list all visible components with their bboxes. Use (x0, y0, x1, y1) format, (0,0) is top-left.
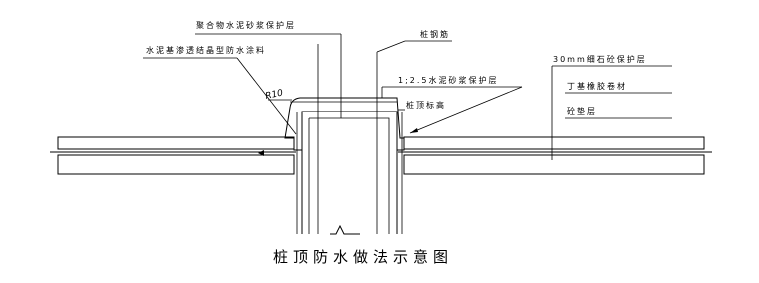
concrete-cushion-layer (57, 154, 705, 175)
label-crystalline-coating: 水泥基渗透结晶型防水涂料 (146, 45, 266, 55)
label-mortar-1-2-5: 1;2.5水泥砂浆保护层 (398, 75, 499, 85)
label-cushion: 砼垫层 (567, 106, 597, 116)
label-butyl-rubber: 丁基橡胶卷材 (567, 81, 627, 91)
label-radius: R10 (265, 88, 285, 102)
label-fine-stone-concrete: 30mm细石砼保护层 (553, 54, 647, 64)
pile (296, 44, 403, 235)
break-mark (330, 224, 360, 235)
label-polymer-mortar: 聚合物水泥砂浆保护层 (196, 20, 296, 30)
diagram-title: 桩顶防水做法示意图 (273, 248, 453, 266)
leader-lines (143, 33, 672, 160)
label-pile-top-elevation: 桩顶标高 (406, 100, 446, 110)
label-pile-rebar: 桩钢筋 (420, 29, 450, 39)
